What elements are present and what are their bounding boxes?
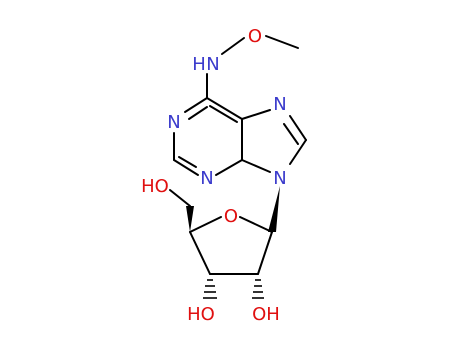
bond-n3-c2-inner [178, 156, 197, 168]
atom-n1: N [167, 112, 180, 133]
bond-n9-c1prime-wedge [268, 186, 280, 232]
atom-n9: N [273, 168, 286, 189]
bond-c5prime-oh [169, 189, 191, 207]
bond-c8-n9 [289, 139, 307, 165]
atom-n3: N [200, 168, 213, 189]
atom-labels: N H O N N N N O HO HO OH [141, 26, 287, 325]
atom-methoxy-o: O [248, 26, 262, 47]
atom-3prime-oh: HO [187, 304, 215, 325]
bond-n7-c8 [289, 115, 307, 141]
atom-nh-h: H [192, 54, 206, 75]
bond-c5-n7 [241, 109, 271, 120]
atom-ring-o: O [224, 206, 238, 227]
bond-c3prime-c4prime [189, 231, 211, 275]
bond-o4-c4prime [189, 216, 222, 233]
bond-ch3-o [265, 35, 299, 49]
atom-5prime-oh: HO [141, 176, 169, 197]
bond-c4prime-c5prime-wedge [186, 206, 194, 232]
bonds [169, 35, 307, 299]
bond-c3prime-oh-hashed [203, 279, 217, 299]
bond-c1prime-o4 [239, 216, 273, 233]
bond-n9-c4 [241, 159, 271, 173]
atom-nh-n: N [206, 54, 219, 75]
bond-c2prime-oh-hashed [252, 279, 264, 299]
atom-n7: N [273, 94, 286, 115]
bond-o-nh [221, 37, 245, 55]
bond-n7-c8-inner [283, 123, 299, 145]
bond-c4-n3 [215, 159, 243, 176]
bond-c6-c5 [206, 97, 243, 120]
bond-n1-c6 [184, 97, 208, 113]
bond-c6-c5-inner [209, 105, 238, 123]
bond-n1-c6-inner [188, 106, 208, 120]
bond-n3-c2 [173, 159, 199, 176]
bond-c1prime-c2prime [257, 231, 273, 275]
atom-2prime-oh: OH [252, 304, 280, 325]
